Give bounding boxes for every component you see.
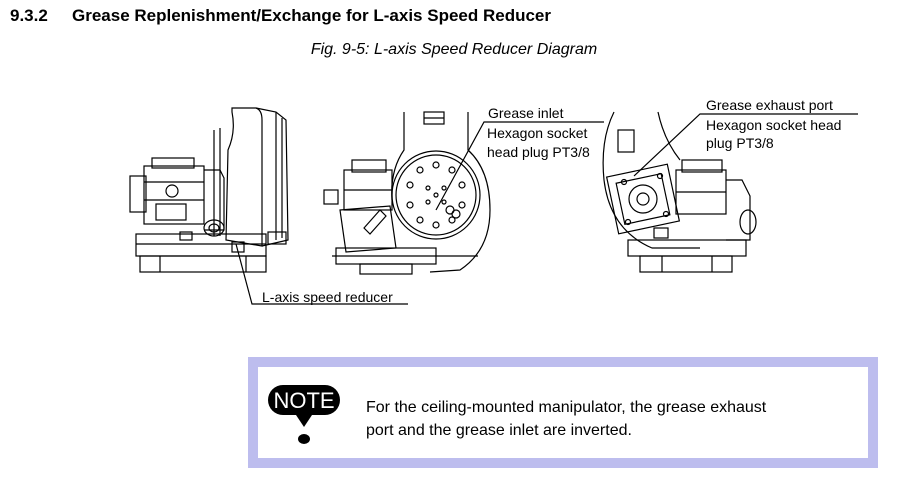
exhaust-title-label: Grease exhaust port [706, 97, 833, 113]
section-number: 9.3.2 [10, 6, 48, 25]
note-line-2: port and the grease inlet are inverted. [366, 422, 632, 439]
inlet-spec-line2: head plug PT3/8 [487, 144, 590, 160]
exhaust-leader-line [633, 113, 858, 177]
inlet-spec-line1: Hexagon socket [487, 125, 588, 141]
right-view-drawing [602, 111, 757, 273]
note-text: For the ceiling-mounted manipulator, the… [366, 396, 861, 442]
figure-caption: Fig. 9-5: L-axis Speed Reducer Diagram [310, 41, 598, 58]
note-icon: NOTE [268, 385, 340, 444]
inlet-title-label: Grease inlet [488, 105, 564, 121]
note-content: NOTE For the ceiling-mounted manipulator… [258, 367, 868, 458]
section-title: Grease Replenishment/Exchange for L-axis… [72, 6, 551, 25]
middle-view-drawing [323, 111, 491, 275]
exhaust-spec-line2: plug PT3/8 [706, 135, 774, 151]
note-line-1: For the ceiling-mounted manipulator, the… [366, 399, 767, 416]
left-view-drawing [129, 107, 289, 273]
note-box: NOTE For the ceiling-mounted manipulator… [248, 357, 878, 468]
reducer-label: L-axis speed reducer [262, 289, 393, 305]
section-heading: 9.3.2 Grease Replenishment/Exchange for L… [10, 6, 551, 26]
speed-reducer-diagram [129, 107, 858, 305]
note-icon-text: NOTE [273, 388, 334, 413]
inlet-leader-line [435, 121, 604, 211]
reducer-leader-line [235, 243, 408, 305]
exhaust-spec-line1: Hexagon socket head [706, 117, 842, 133]
